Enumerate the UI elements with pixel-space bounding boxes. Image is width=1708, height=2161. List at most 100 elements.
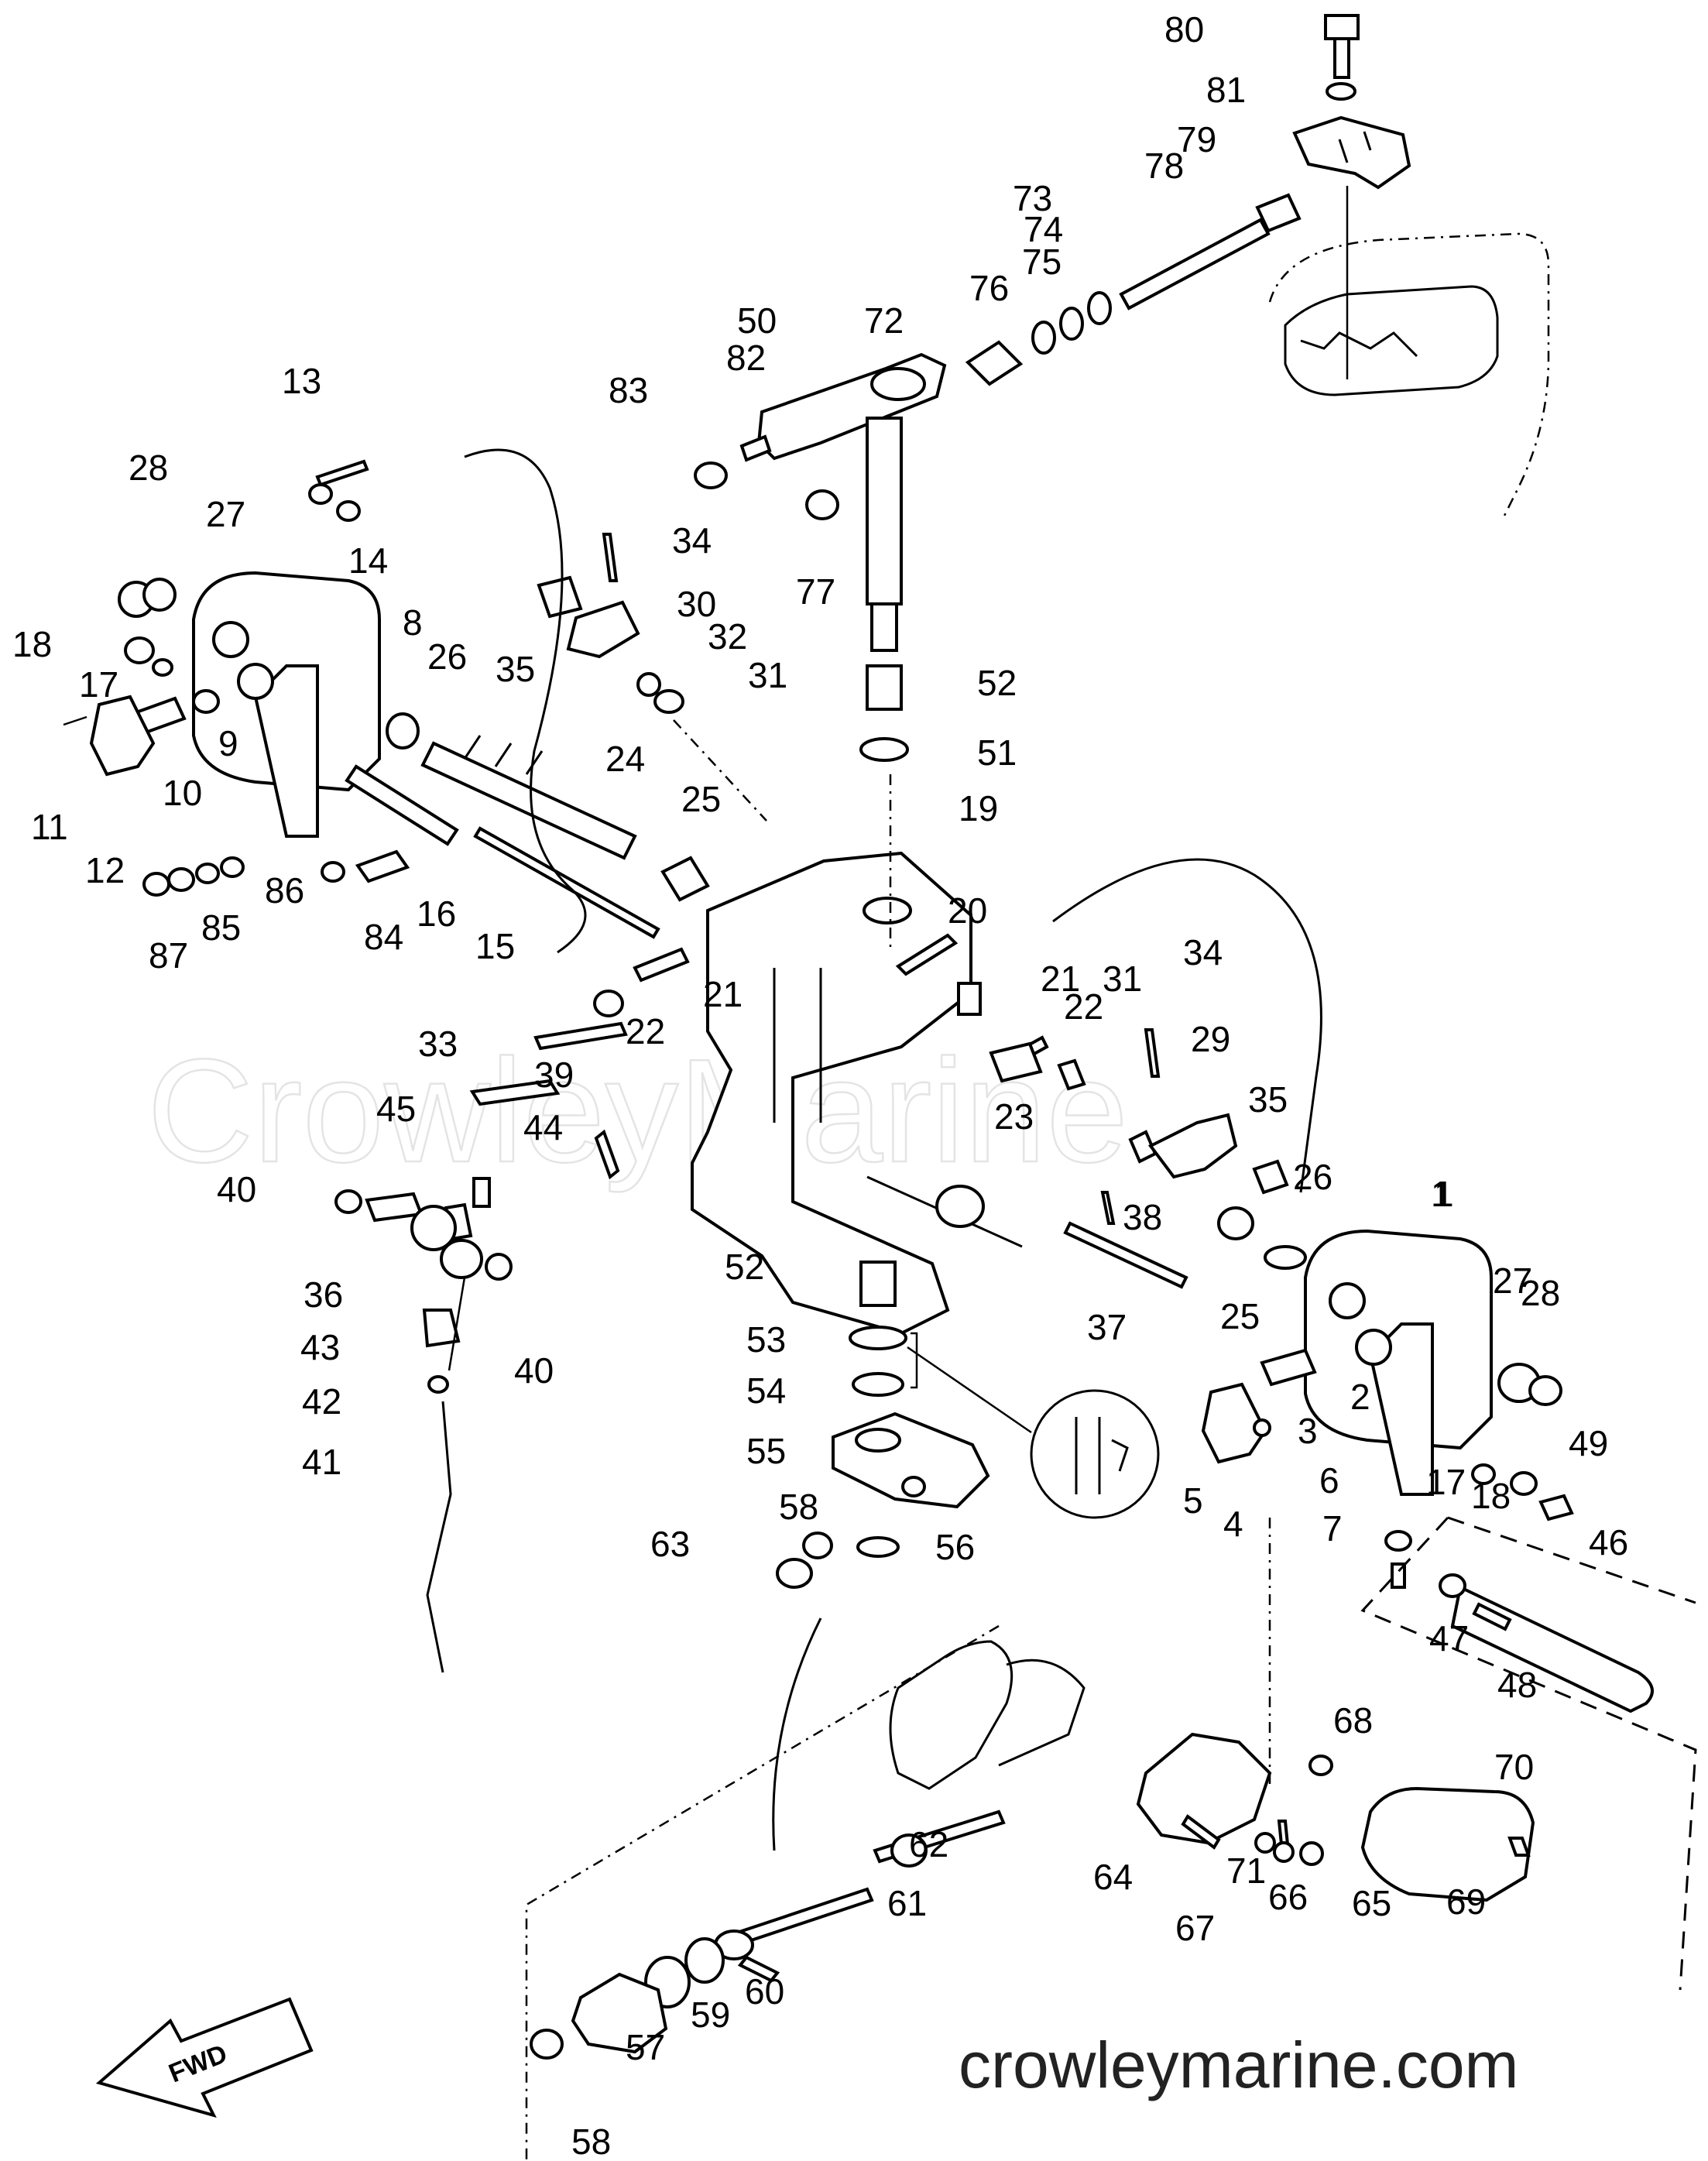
part-label-82: 82	[726, 338, 766, 378]
part-label-41: 41	[302, 1442, 341, 1482]
part-label-23: 23	[994, 1096, 1034, 1137]
part-label-76: 76	[969, 268, 1009, 308]
part-label-18: 18	[12, 624, 52, 664]
part-label-13: 13	[282, 361, 321, 401]
left-clamp-bracket	[63, 459, 410, 897]
part-label-3: 3	[1298, 1411, 1318, 1451]
part-label-17: 17	[1426, 1462, 1466, 1502]
part-label-28: 28	[1521, 1273, 1560, 1313]
part-label-77: 77	[796, 571, 835, 612]
right-clamp-bracket	[1201, 1206, 1574, 1589]
right-lever	[989, 1028, 1289, 1289]
part-label-52: 52	[977, 663, 1017, 703]
part-label-81: 81	[1206, 70, 1246, 110]
part-label-51: 51	[977, 732, 1017, 773]
part-label-40: 40	[514, 1350, 554, 1391]
part-label-70: 70	[1494, 1747, 1534, 1787]
part-label-9: 9	[218, 723, 238, 763]
part-label-84: 84	[364, 917, 403, 957]
part-label-28: 28	[129, 448, 168, 488]
part-label-7: 7	[1322, 1508, 1343, 1549]
part-label-60: 60	[745, 1971, 784, 2012]
watermark: CrowleyMarine	[147, 1029, 1128, 1193]
part-label-5: 5	[1183, 1480, 1203, 1521]
part-label-48: 48	[1497, 1665, 1537, 1705]
part-label-27: 27	[206, 494, 245, 534]
part-label-36: 36	[304, 1274, 343, 1315]
part-label-58: 58	[779, 1487, 818, 1527]
part-label-8: 8	[403, 602, 423, 643]
part-label-52: 52	[725, 1247, 764, 1287]
part-label-62: 62	[909, 1824, 948, 1864]
part-label-80: 80	[1164, 9, 1204, 50]
part-label-35: 35	[1248, 1079, 1288, 1120]
part-label-1: 1	[1434, 1174, 1454, 1214]
part-label-17: 17	[79, 664, 118, 705]
loop-outline-right	[1052, 858, 1322, 1193]
part-label-19: 19	[959, 788, 998, 828]
part-label-58: 58	[571, 2122, 611, 2161]
part-label-25: 25	[1220, 1296, 1260, 1336]
part-label-33: 33	[418, 1024, 458, 1064]
part-label-71: 71	[1226, 1851, 1266, 1891]
part-label-59: 59	[691, 1995, 730, 2035]
part-label-24: 24	[605, 739, 645, 779]
part-label-67: 67	[1175, 1908, 1215, 1948]
part-label-26: 26	[1293, 1157, 1332, 1197]
part-label-65: 65	[1352, 1883, 1391, 1923]
part-label-22: 22	[626, 1011, 665, 1051]
part-label-83: 83	[609, 370, 648, 410]
cowling-outline	[1268, 186, 1550, 521]
fwd-arrow: FWD	[95, 1997, 314, 2118]
part-label-56: 56	[935, 1527, 975, 1567]
part-label-64: 64	[1093, 1857, 1133, 1897]
part-label-29: 29	[1191, 1019, 1230, 1059]
part-label-1: 1	[1431, 1174, 1451, 1214]
part-label-35: 35	[496, 649, 535, 689]
part-label-31: 31	[1103, 959, 1142, 999]
part-label-21: 21	[1041, 959, 1080, 999]
part-label-53: 53	[746, 1319, 786, 1360]
part-label-55: 55	[746, 1431, 786, 1471]
part-label-49: 49	[1569, 1423, 1608, 1463]
part-label-15: 15	[475, 926, 515, 966]
part-label-44: 44	[523, 1107, 563, 1147]
part-label-16: 16	[417, 894, 456, 934]
part-label-57: 57	[626, 2027, 665, 2067]
swivel-bracket	[691, 774, 1023, 1336]
part-label-25: 25	[681, 779, 721, 819]
part-label-39: 39	[534, 1055, 574, 1095]
part-label-32: 32	[708, 616, 747, 657]
part-label-34: 34	[672, 520, 712, 561]
part-label-20: 20	[948, 890, 987, 931]
part-label-66: 66	[1268, 1877, 1308, 1917]
part-label-4: 4	[1223, 1504, 1243, 1544]
part-number-labels: 8081797873747576725082837713142827181782…	[12, 9, 1628, 2161]
part-label-37: 37	[1087, 1307, 1127, 1347]
part-label-87: 87	[149, 935, 188, 976]
part-label-46: 46	[1589, 1522, 1628, 1562]
part-label-6: 6	[1319, 1460, 1339, 1501]
part-label-86: 86	[265, 870, 304, 911]
steering-shaft-group	[694, 14, 1411, 762]
part-label-12: 12	[85, 850, 125, 890]
part-label-75: 75	[1022, 242, 1061, 282]
assembly-box-46	[1360, 1516, 1697, 1991]
part-label-47: 47	[1429, 1618, 1469, 1658]
part-label-30: 30	[677, 584, 716, 624]
part-label-74: 74	[1024, 209, 1063, 249]
part-label-78: 78	[1144, 146, 1184, 186]
part-label-27: 27	[1493, 1261, 1532, 1301]
part-label-10: 10	[163, 773, 202, 813]
part-label-21: 21	[703, 974, 743, 1014]
part-label-63: 63	[650, 1524, 690, 1564]
part-label-43: 43	[300, 1327, 340, 1367]
part-label-34: 34	[1183, 932, 1223, 972]
part-label-2: 2	[1350, 1377, 1370, 1417]
part-label-11: 11	[31, 807, 68, 847]
lower-assembly	[525, 1518, 1535, 2160]
part-label-85: 85	[201, 907, 241, 948]
part-label-79: 79	[1177, 119, 1216, 160]
